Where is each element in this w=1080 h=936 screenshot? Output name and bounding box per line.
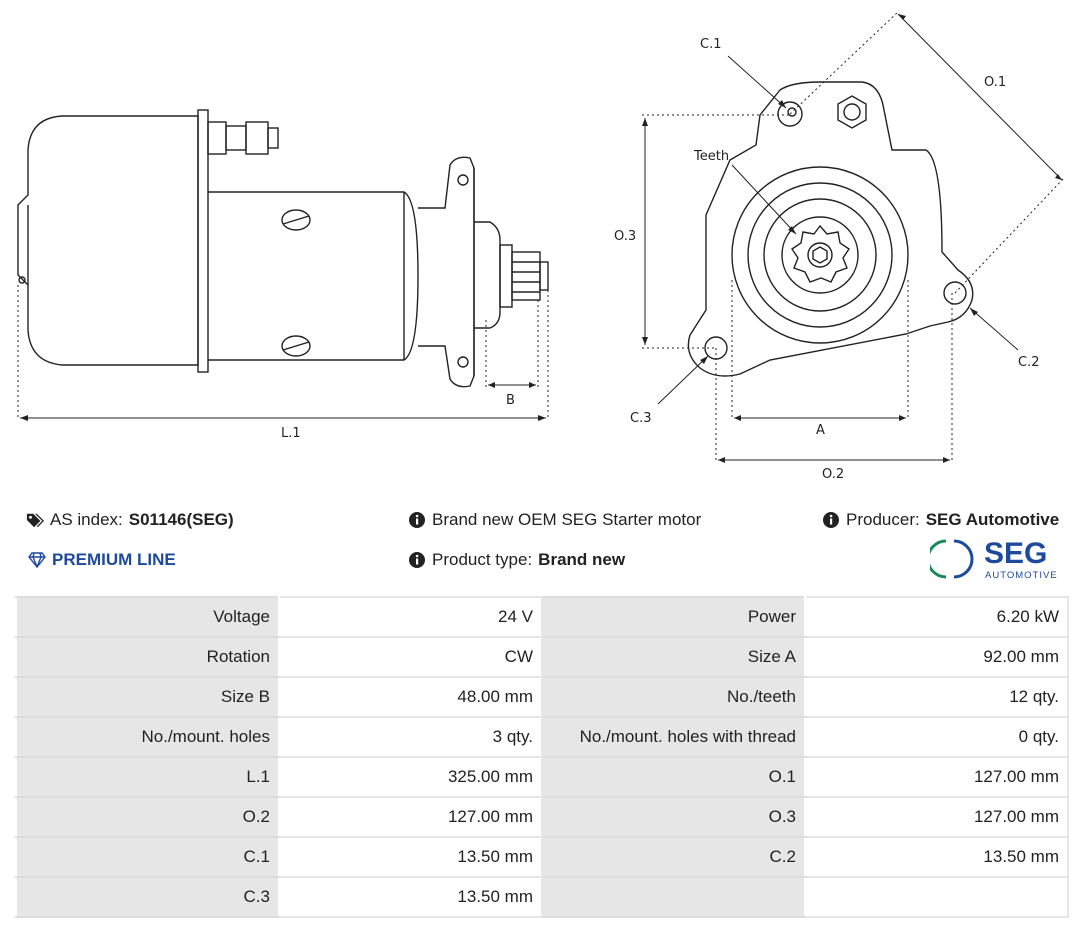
producer: Producer: SEG Automotive [822, 510, 1059, 530]
tags-icon [26, 511, 44, 529]
spec-value: 6.20 kW [804, 596, 1069, 638]
producer-label: Producer: [846, 510, 920, 529]
starter-motor-drawing: L.1 B [17, 11, 1065, 482]
spec-value: 0 qty. [804, 716, 1069, 758]
spec-key: C.2 [541, 836, 806, 878]
spec-key: Size B [15, 676, 280, 718]
spec-key: No./mount. holes [15, 716, 280, 758]
spec-value [804, 876, 1069, 918]
as-index: AS index: S01146(SEG) [26, 510, 234, 530]
label-c1: C.1 [700, 37, 721, 52]
spec-key: O.3 [541, 796, 806, 838]
spec-key: C.1 [15, 836, 280, 878]
label-l1: L.1 [281, 426, 301, 441]
product-info: AS index: S01146(SEG) PREMIUM LINE Brand… [0, 500, 1080, 590]
spec-key: Size A [541, 636, 806, 678]
logo-subtext: AUTOMOTIVE [985, 570, 1058, 581]
spec-value: 127.00 mm [804, 756, 1069, 798]
spec-key: O.1 [541, 756, 806, 798]
logo-text: SEG [984, 537, 1047, 570]
diamond-icon [28, 551, 46, 569]
as-index-label: AS index: [50, 510, 123, 529]
info-circle-icon [822, 511, 840, 529]
screw-bottom [281, 335, 311, 357]
label-o3: O.3 [614, 229, 636, 244]
spec-value: CW [278, 636, 543, 678]
motor-housing [17, 115, 199, 366]
spec-key: Rotation [15, 636, 280, 678]
front-outer-ring [731, 166, 909, 344]
producer-value: SEG Automotive [925, 510, 1060, 529]
screw-top [281, 209, 311, 231]
description: Brand new OEM SEG Starter motor [408, 510, 701, 530]
product-type: Product type: Brand new [408, 550, 625, 570]
premium-line-label: PREMIUM LINE [52, 550, 176, 569]
label-c3: C.3 [630, 411, 651, 426]
spec-key: O.2 [15, 796, 280, 838]
spec-value: 12 qty. [804, 676, 1069, 718]
label-teeth: Teeth [693, 149, 729, 164]
spec-value: 92.00 mm [804, 636, 1069, 678]
spec-key: No./teeth [541, 676, 806, 718]
info-circle-icon [408, 511, 426, 529]
spec-value: 24 V [278, 596, 543, 638]
spec-value: 325.00 mm [278, 756, 543, 798]
product-type-label: Product type: [432, 550, 533, 569]
spec-key [541, 876, 806, 918]
spec-value: 127.00 mm [278, 796, 543, 838]
label-c2: C.2 [1018, 355, 1039, 370]
label-o2: O.2 [822, 467, 844, 482]
spec-key: C.3 [15, 876, 280, 918]
description-text: Brand new OEM SEG Starter motor [432, 510, 702, 529]
spec-value: 48.00 mm [278, 676, 543, 718]
spec-key: Power [541, 596, 806, 638]
technical-drawing: L.1 B [17, 11, 1065, 482]
premium-line[interactable]: PREMIUM LINE [28, 550, 176, 570]
spec-value: 127.00 mm [804, 796, 1069, 838]
spec-value: 13.50 mm [278, 876, 543, 918]
label-o1: O.1 [984, 75, 1006, 90]
pinion-gear [791, 224, 850, 283]
label-b: B [506, 393, 515, 408]
seg-logo: SEG AUTOMOTIVE [926, 536, 1070, 582]
label-a: A [816, 423, 825, 438]
as-index-value: S01146(SEG) [128, 510, 234, 529]
info-circle-icon [408, 551, 426, 569]
spec-value: 13.50 mm [804, 836, 1069, 878]
spec-key: L.1 [15, 756, 280, 798]
spec-value: 3 qty. [278, 716, 543, 758]
spec-key: Voltage [15, 596, 280, 638]
product-type-value: Brand new [538, 550, 626, 569]
spec-value: 13.50 mm [278, 836, 543, 878]
front-housing [687, 81, 974, 377]
spec-key: No./mount. holes with thread [541, 716, 806, 758]
front-nut [837, 95, 867, 129]
